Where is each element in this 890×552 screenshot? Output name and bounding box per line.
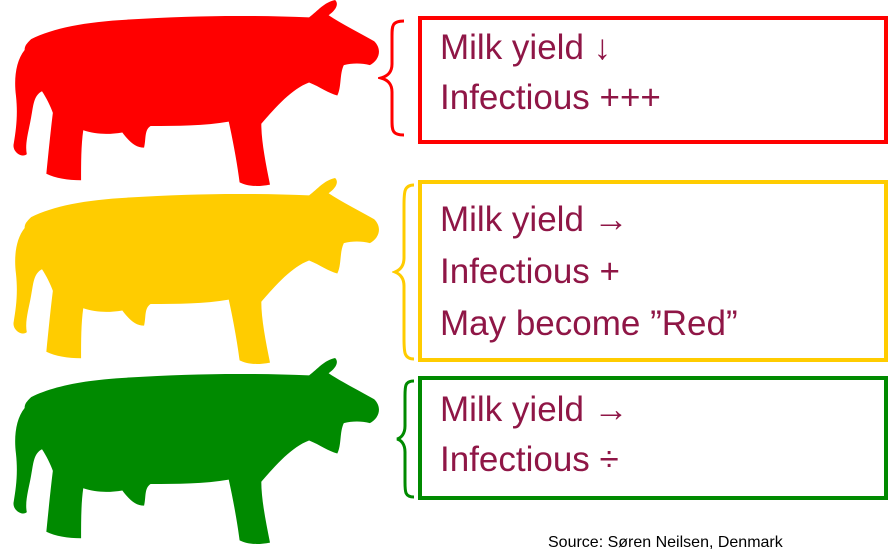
yellow-row: Milk yield → Infectious + May become ”Re… — [0, 178, 890, 378]
source-credit: Source: Søren Neilsen, Denmark — [548, 534, 783, 552]
red-brace — [378, 18, 408, 138]
green-brace — [394, 378, 418, 500]
yellow-milk-yield: Milk yield → — [440, 202, 629, 237]
green-infectious: Infectious ÷ — [440, 442, 619, 477]
green-row: Milk yield → Infectious ÷ — [0, 358, 890, 550]
green-milk-yield: Milk yield → — [440, 392, 629, 427]
red-infectious: Infectious +++ — [440, 80, 661, 115]
red-milk-yield: Milk yield ↓ — [440, 30, 611, 65]
yellow-brace — [392, 182, 418, 362]
red-box: Milk yield ↓ Infectious +++ — [418, 16, 888, 144]
yellow-box: Milk yield → Infectious + May become ”Re… — [418, 180, 888, 362]
yellow-infectious: Infectious + — [440, 254, 620, 289]
red-row: Milk yield ↓ Infectious +++ — [0, 0, 890, 200]
green-cow-icon — [8, 358, 380, 548]
yellow-cow-icon — [8, 178, 380, 368]
yellow-may-become-red: May become ”Red” — [440, 306, 738, 341]
red-cow-icon — [8, 0, 380, 190]
green-box: Milk yield → Infectious ÷ — [418, 376, 888, 500]
